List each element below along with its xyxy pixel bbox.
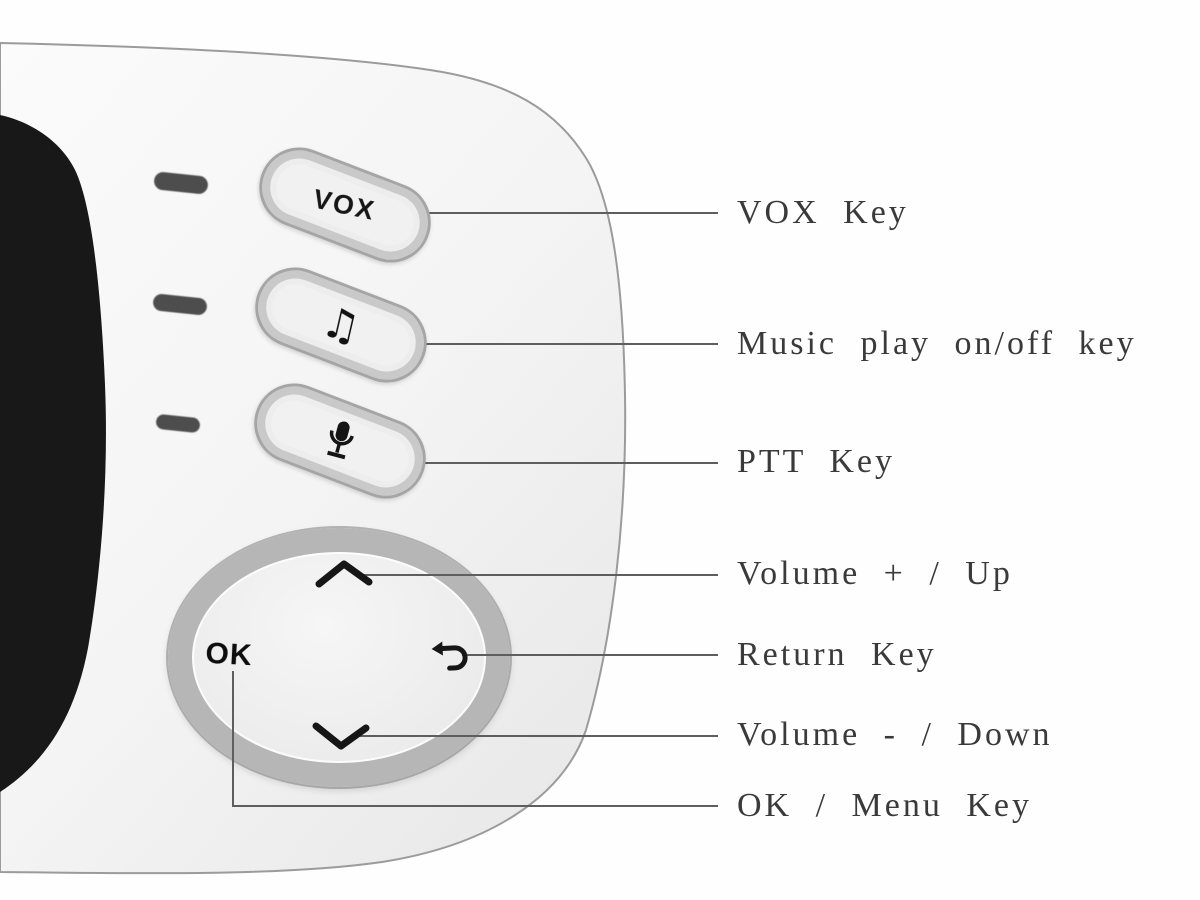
vox-button-label: VOX bbox=[311, 183, 380, 226]
volume-up-key[interactable] bbox=[315, 560, 373, 588]
chevron-up-icon bbox=[315, 560, 373, 588]
leader-line-vox bbox=[402, 212, 718, 214]
return-arrow-icon bbox=[431, 641, 468, 671]
label-volume-down-key: Volume - / Down bbox=[737, 716, 1053, 753]
return-key[interactable] bbox=[429, 639, 475, 673]
music-note-icon: ♫ bbox=[317, 296, 365, 353]
label-return-key: Return Key bbox=[737, 636, 937, 673]
ok-key[interactable]: OK bbox=[204, 636, 254, 673]
ptt-button[interactable] bbox=[242, 371, 438, 511]
leader-line-music bbox=[400, 343, 718, 345]
device-screen bbox=[0, 115, 106, 792]
label-ok-menu-key: OK / Menu Key bbox=[737, 787, 1033, 824]
label-ptt-key: PTT Key bbox=[737, 443, 895, 480]
label-volume-up-key: Volume + / Up bbox=[737, 555, 1013, 592]
label-vox-key: VOX Key bbox=[737, 194, 909, 231]
leader-line-ptt bbox=[400, 462, 718, 464]
leader-line-return bbox=[462, 654, 718, 656]
label-music-key: Music play on/off key bbox=[737, 325, 1137, 362]
chevron-down-icon bbox=[312, 722, 370, 750]
leader-line-ok-vertical bbox=[232, 671, 234, 806]
leader-line-ok-horizontal bbox=[232, 805, 718, 807]
microphone-icon bbox=[327, 421, 354, 460]
volume-down-key[interactable] bbox=[312, 722, 370, 750]
leader-line-volume-down bbox=[360, 735, 718, 737]
leader-line-volume-up bbox=[362, 574, 718, 576]
